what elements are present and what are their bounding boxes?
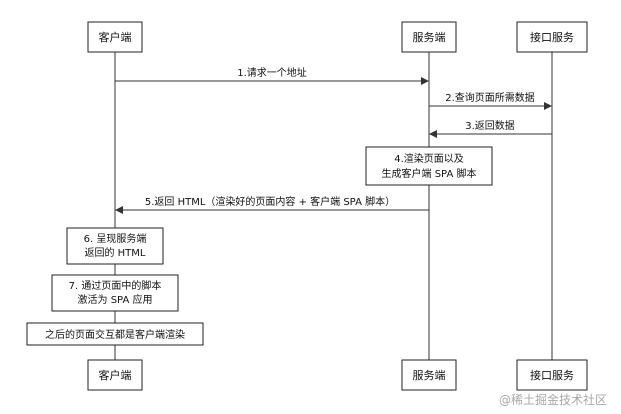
message-2: 2.查询页面所需数据 — [429, 91, 552, 110]
client-participant-bottom: 客户端 — [87, 359, 143, 391]
watermark-text: @稀土掘金技术社区 — [499, 392, 607, 407]
server-label-top: 服务端 — [413, 31, 446, 44]
server-participant-bottom: 服务端 — [401, 359, 457, 391]
note-4-line-1: 4.渲染页面以及 — [394, 152, 464, 165]
note-6-line-1: 6. 呈现服务端 — [84, 232, 147, 245]
api-label-top: 接口服务 — [530, 31, 574, 44]
server-label-bottom: 服务端 — [413, 369, 446, 382]
message-3-label: 3.返回数据 — [465, 119, 515, 132]
note-7-line-2: 激活为 SPA 应用 — [78, 293, 153, 306]
client-label-top: 客户端 — [99, 30, 132, 44]
note-6-box: 6. 呈现服务端 返回的 HTML — [66, 227, 164, 265]
note-4-box: 4.渲染页面以及 生成客户端 SPA 脚本 — [365, 146, 493, 186]
api-participant-top: 接口服务 — [516, 21, 588, 53]
client-label-bottom: 客户端 — [99, 368, 132, 382]
note-8-text: 之后的页面交互都是客户端渲染 — [45, 328, 185, 341]
message-1-label: 1.请求一个地址 — [237, 66, 307, 79]
server-participant-top: 服务端 — [401, 21, 457, 53]
note-4-line-2: 生成客户端 SPA 脚本 — [382, 167, 477, 180]
message-1: 1.请求一个地址 — [115, 66, 429, 85]
note-7-line-1: 7. 通过页面中的脚本 — [69, 279, 162, 292]
note-8-box: 之后的页面交互都是客户端渲染 — [26, 322, 204, 346]
note-6-line-2: 返回的 HTML — [84, 246, 145, 259]
message-3: 3.返回数据 — [429, 119, 552, 138]
api-participant-bottom: 接口服务 — [516, 359, 588, 391]
message-5-label: 5.返回 HTML（渲染好的页面内容 + 客户端 SPA 脚本） — [145, 195, 395, 208]
message-2-label: 2.查询页面所需数据 — [445, 91, 535, 104]
api-label-bottom: 接口服务 — [530, 369, 574, 382]
client-participant-top: 客户端 — [87, 21, 143, 53]
message-5: 5.返回 HTML（渲染好的页面内容 + 客户端 SPA 脚本） — [115, 195, 429, 214]
note-7-box: 7. 通过页面中的脚本 激活为 SPA 应用 — [51, 274, 179, 312]
